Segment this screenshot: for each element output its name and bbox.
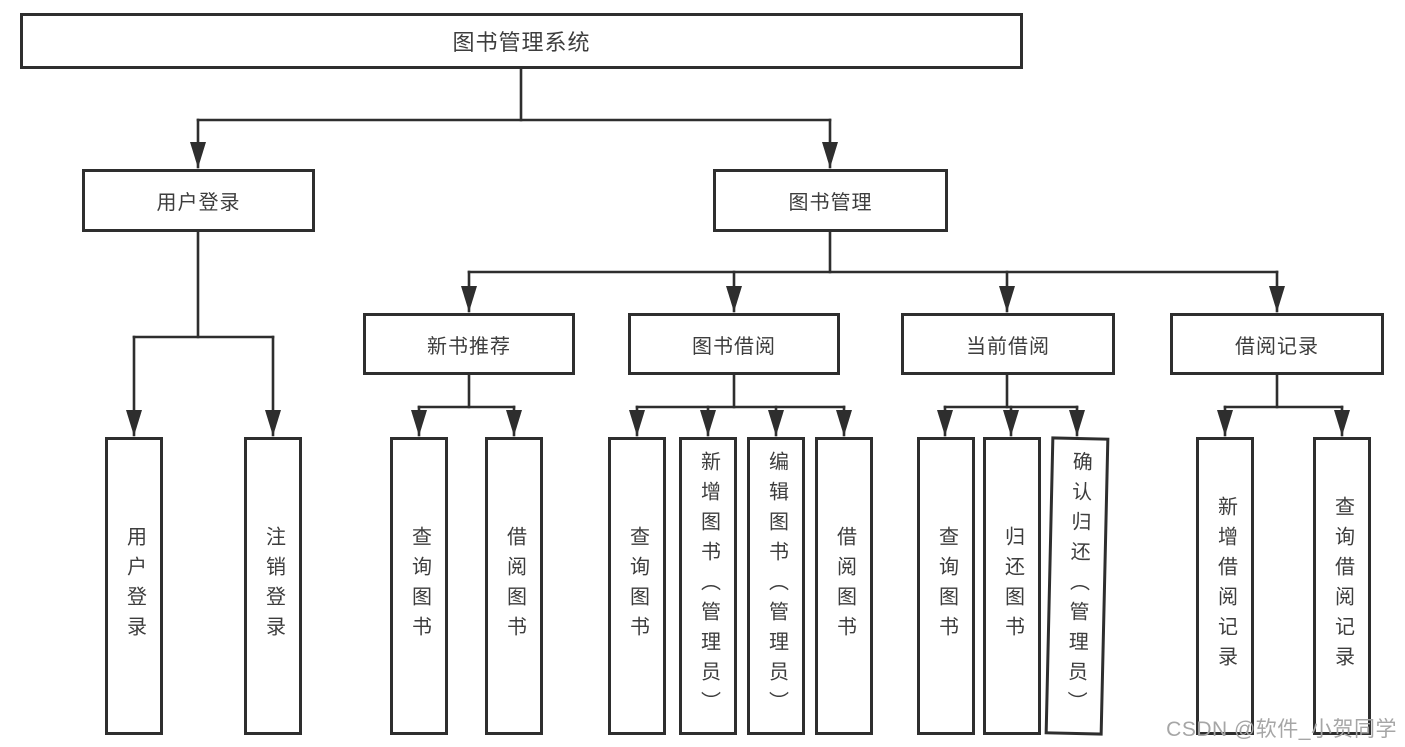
node-current-borrow: 当前借阅 — [901, 313, 1115, 375]
node-label: 图书借阅 — [692, 335, 776, 358]
node-label: 图书管理 — [788, 192, 873, 214]
node-user-login: 用户登录 — [82, 169, 315, 232]
leaf-cb-confirm-return-admin: 确认归还（管理员） — [1044, 436, 1110, 736]
node-label: 借阅图书 — [833, 526, 856, 646]
node-label: 查询图书 — [626, 526, 649, 646]
node-book-management: 图书管理 — [713, 169, 948, 232]
node-book-borrow: 图书借阅 — [628, 313, 840, 375]
leaf-nb-query-books: 查询图书 — [390, 437, 448, 735]
node-new-book-recommend: 新书推荐 — [363, 313, 575, 375]
node-label: 新书推荐 — [427, 335, 511, 358]
node-borrow-records: 借阅记录 — [1170, 313, 1384, 375]
node-label: 确认归还（管理员） — [1063, 450, 1092, 722]
node-label: 用户登录 — [123, 526, 146, 646]
leaf-cb-return-books: 归还图书 — [983, 437, 1041, 735]
leaf-bb-edit-books-admin: 编辑图书（管理员） — [747, 437, 805, 735]
node-label: 借阅记录 — [1235, 335, 1319, 358]
node-label: 编辑图书（管理员） — [765, 451, 788, 721]
node-label: 图书管理系统 — [452, 30, 591, 55]
node-label: 新增借阅记录 — [1214, 496, 1237, 676]
leaf-bb-borrow-books: 借阅图书 — [815, 437, 873, 735]
node-label: 查询图书 — [408, 526, 431, 646]
leaf-bb-query-books: 查询图书 — [608, 437, 666, 735]
csdn-watermark: CSDN @软件_小贺同学 — [1166, 718, 1397, 741]
node-label: 借阅图书 — [503, 526, 526, 646]
node-label: 查询借阅记录 — [1331, 496, 1354, 676]
leaf-user-login: 用户登录 — [105, 437, 163, 735]
node-label: 查询图书 — [935, 526, 958, 646]
node-label: 当前借阅 — [966, 335, 1050, 358]
node-label: 归还图书 — [1001, 526, 1024, 646]
node-label: 注销登录 — [262, 526, 285, 646]
leaf-br-query-record: 查询借阅记录 — [1313, 437, 1371, 735]
leaf-cb-query-books: 查询图书 — [917, 437, 975, 735]
node-root: 图书管理系统 — [20, 13, 1023, 69]
leaf-br-add-record: 新增借阅记录 — [1196, 437, 1254, 735]
leaf-nb-borrow-books: 借阅图书 — [485, 437, 543, 735]
leaf-bb-add-books-admin: 新增图书（管理员） — [679, 437, 737, 735]
leaf-logout: 注销登录 — [244, 437, 302, 735]
node-label: 新增图书（管理员） — [697, 451, 720, 721]
node-label: 用户登录 — [156, 192, 241, 214]
